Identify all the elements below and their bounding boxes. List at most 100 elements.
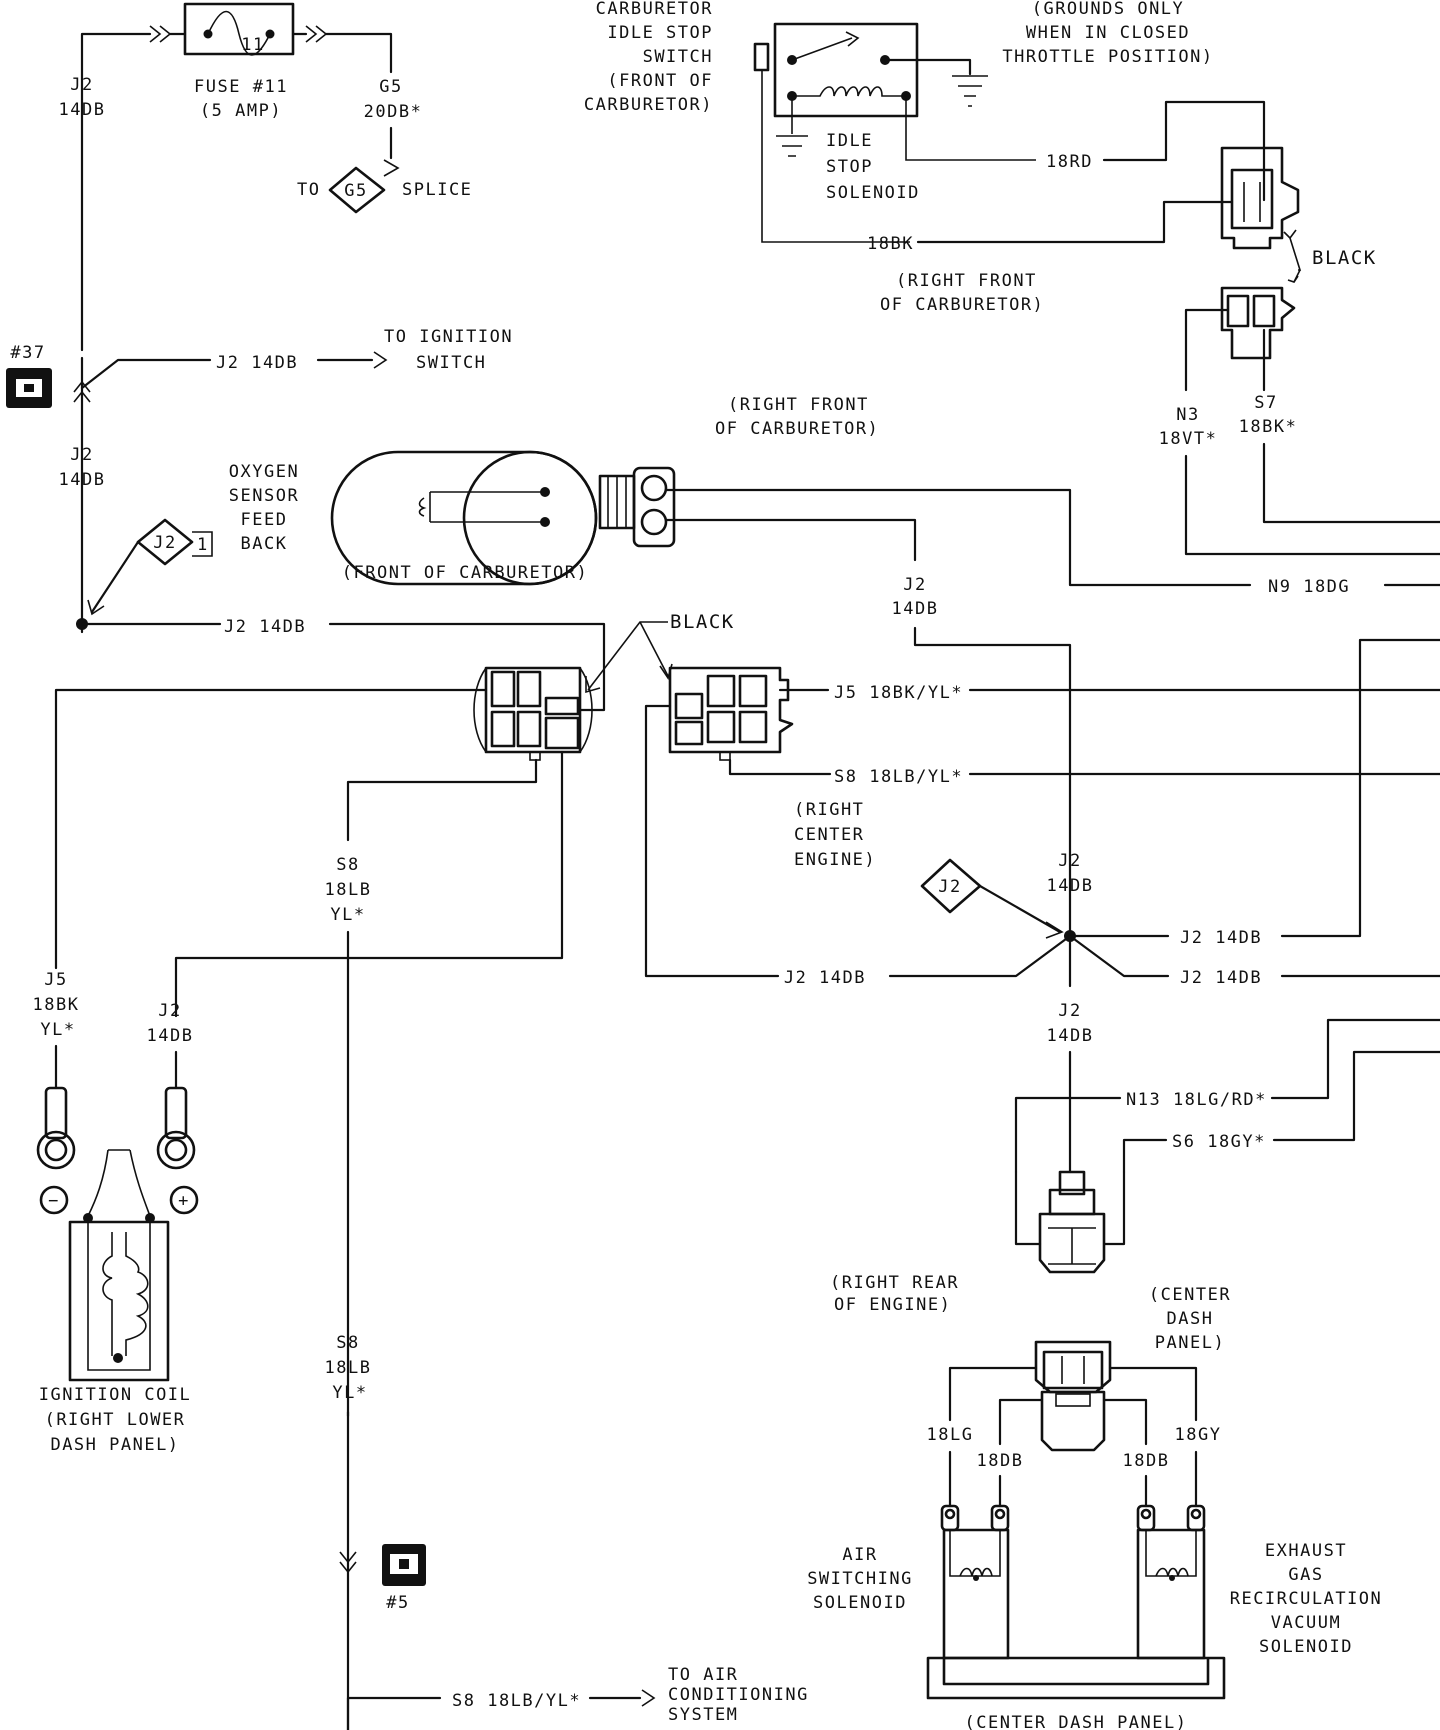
wire-label-j2-center: J2 xyxy=(1058,851,1081,871)
g5-label: G5 xyxy=(344,181,367,201)
coil-plus-symbol: + xyxy=(178,1191,190,1211)
wire-label-18bk-s7: 18BK* xyxy=(1239,417,1298,437)
right-front-carb-2-line2: OF CARBURETOR) xyxy=(715,419,879,439)
right-center-engine-line3: ENGINE) xyxy=(794,850,876,870)
idle-stop-solenoid-line3: SOLENOID xyxy=(826,183,920,203)
j2-diamond-2-label: J2 xyxy=(938,877,961,897)
idle-stop-switch xyxy=(753,22,1036,243)
wire-label-j2-mid: J2 xyxy=(70,445,93,465)
right-6way-connector xyxy=(668,666,794,761)
wire-label-yl-vert: YL* xyxy=(330,905,365,925)
center-dash-connector xyxy=(1034,1340,1112,1452)
egr-line5: SOLENOID xyxy=(1259,1637,1353,1657)
wire-label-s7: S7 xyxy=(1254,393,1277,413)
grounds-only-line2: WHEN IN CLOSED xyxy=(1026,23,1190,43)
to-ignition-switch-line1: TO IGNITION xyxy=(384,327,513,347)
ignition-coil-line1: IGNITION COIL xyxy=(39,1385,192,1405)
center-dash-top-line1: (CENTER xyxy=(1149,1285,1231,1305)
air-switching-line2: SWITCHING xyxy=(807,1569,913,1589)
center-dash-top-line3: PANEL) xyxy=(1155,1333,1225,1353)
to-air-cond-line1: TO AIR xyxy=(668,1665,738,1685)
fuse-11: 11 xyxy=(80,2,393,352)
wire-label-s8-h: S8 18LB/YL* xyxy=(834,767,963,787)
ground-37-icon xyxy=(6,368,52,408)
wire-label-j2-coil: J2 xyxy=(158,1001,181,1021)
wire-label-s8-vert: S8 xyxy=(336,855,359,875)
wire-label-g5: G5 xyxy=(379,77,402,97)
wire-label-j2-feed: J2 14DB xyxy=(224,617,306,637)
egr-vacuum-solenoid xyxy=(1136,1504,1206,1660)
ignition-coil: − + xyxy=(36,1086,199,1382)
wire-label-j2-right-2: J2 14DB xyxy=(1180,968,1262,988)
air-switching-solenoid xyxy=(940,1504,1010,1660)
right-center-engine-line2: CENTER xyxy=(794,825,864,845)
carb-idle-switch-line2: IDLE STOP xyxy=(607,23,713,43)
ground-37-label: #37 xyxy=(10,343,45,363)
front-of-carburetor-label: (FRONT OF CARBURETOR) xyxy=(342,563,588,583)
wire-label-18lb-lower: 18LB xyxy=(325,1358,372,1378)
ignition-coil-line3: DASH PANEL) xyxy=(50,1435,179,1455)
to-air-cond-line2: CONDITIONING xyxy=(668,1685,809,1705)
wire-label-n9: N9 18DG xyxy=(1268,577,1350,597)
wire-label-j5-h: J5 18BK/YL* xyxy=(834,683,963,703)
wire-label-j5-coil: J5 xyxy=(44,970,67,990)
wire-label-18db-a: 18DB xyxy=(977,1451,1024,1471)
wire-label-18rd: 18RD xyxy=(1046,152,1093,172)
to-label: TO xyxy=(297,180,320,200)
egr-line2: GAS xyxy=(1288,1565,1323,1585)
wire-label-j2-right-1: J2 14DB xyxy=(1180,928,1262,948)
grounds-only-line3: THROTTLE POSITION) xyxy=(1002,47,1213,67)
right-rear-engine-line2: OF ENGINE) xyxy=(834,1295,951,1315)
idle-stop-solenoid-line1: IDLE xyxy=(826,131,873,151)
j2-diamond-1-number: 1 xyxy=(197,535,209,555)
grounds-only-line1: (GROUNDS ONLY xyxy=(1032,0,1185,19)
egr-line4: VACUUM xyxy=(1271,1613,1341,1633)
right-rear-engine-line1: (RIGHT REAR xyxy=(830,1273,959,1293)
ground-5-icon xyxy=(382,1544,426,1586)
wire-label-s6: S6 18GY* xyxy=(1172,1132,1266,1152)
to-air-cond-line3: SYSTEM xyxy=(668,1705,738,1725)
splice-label: SPLICE xyxy=(402,180,472,200)
carb-idle-switch-line4: (FRONT OF xyxy=(607,71,713,91)
wire-label-18vt: 18VT* xyxy=(1159,429,1218,449)
carb-idle-switch-line3: SWITCH xyxy=(643,47,713,67)
right-rear-engine-connector xyxy=(1014,1170,1126,1274)
wire-label-yl-coil: YL* xyxy=(40,1020,75,1040)
oxygen-sensor-line4: BACK xyxy=(241,534,288,554)
n3-s7-connector xyxy=(1220,286,1296,360)
right-front-carb-2-line1: (RIGHT FRONT xyxy=(728,395,869,415)
g5-splice-diamond: G5 xyxy=(328,166,386,214)
center-dash-bottom-label: (CENTER DASH PANEL) xyxy=(965,1713,1188,1730)
carb-idle-switch-line1: CARBURETOR xyxy=(596,0,713,19)
fuse-label: FUSE #11 xyxy=(194,77,288,97)
wire-label-18lg: 18LG xyxy=(927,1425,974,1445)
egr-line1: EXHAUST xyxy=(1265,1541,1347,1561)
wire-label-20db: 20DB* xyxy=(364,102,423,122)
wire-label-14db-coil: 14DB xyxy=(147,1026,194,1046)
right-front-carb-1-line1: (RIGHT FRONT xyxy=(896,271,1037,291)
egr-line3: RECIRCULATION xyxy=(1230,1589,1383,1609)
carb-idle-switch-line5: CARBURETOR) xyxy=(584,95,713,115)
air-switching-line1: AIR xyxy=(842,1545,877,1565)
wire-label-n13: N13 18LG/RD* xyxy=(1126,1090,1267,1110)
wire-label-18bk: 18BK xyxy=(867,234,914,254)
wire-label-j2: J2 xyxy=(70,75,93,95)
wire-label-14db-down: 14DB xyxy=(1047,1026,1094,1046)
oxygen-sensor-line1: OXYGEN xyxy=(229,462,299,482)
idle-stop-solenoid-line2: STOP xyxy=(826,157,873,177)
wire-label-14db-o2: 14DB xyxy=(892,599,939,619)
air-switching-line3: SOLENOID xyxy=(813,1593,907,1613)
center-dash-top-line2: DASH xyxy=(1167,1309,1214,1329)
wire-label-j2-o2: J2 xyxy=(903,575,926,595)
right-center-engine-line1: (RIGHT xyxy=(794,800,864,820)
j2-splice-diamond-1: J2 1 xyxy=(87,518,213,616)
wire-label-18lb-vert: 18LB xyxy=(325,880,372,900)
wire-label-s8-lower: S8 xyxy=(336,1333,359,1353)
j2-splice-diamond-2: J2 xyxy=(920,858,1064,939)
fuse-rating: (5 AMP) xyxy=(200,101,282,121)
wire-label-14db: 14DB xyxy=(59,100,106,120)
wire-label-j2-down: J2 xyxy=(1058,1001,1081,1021)
wire-label-14db-center: 14DB xyxy=(1047,876,1094,896)
